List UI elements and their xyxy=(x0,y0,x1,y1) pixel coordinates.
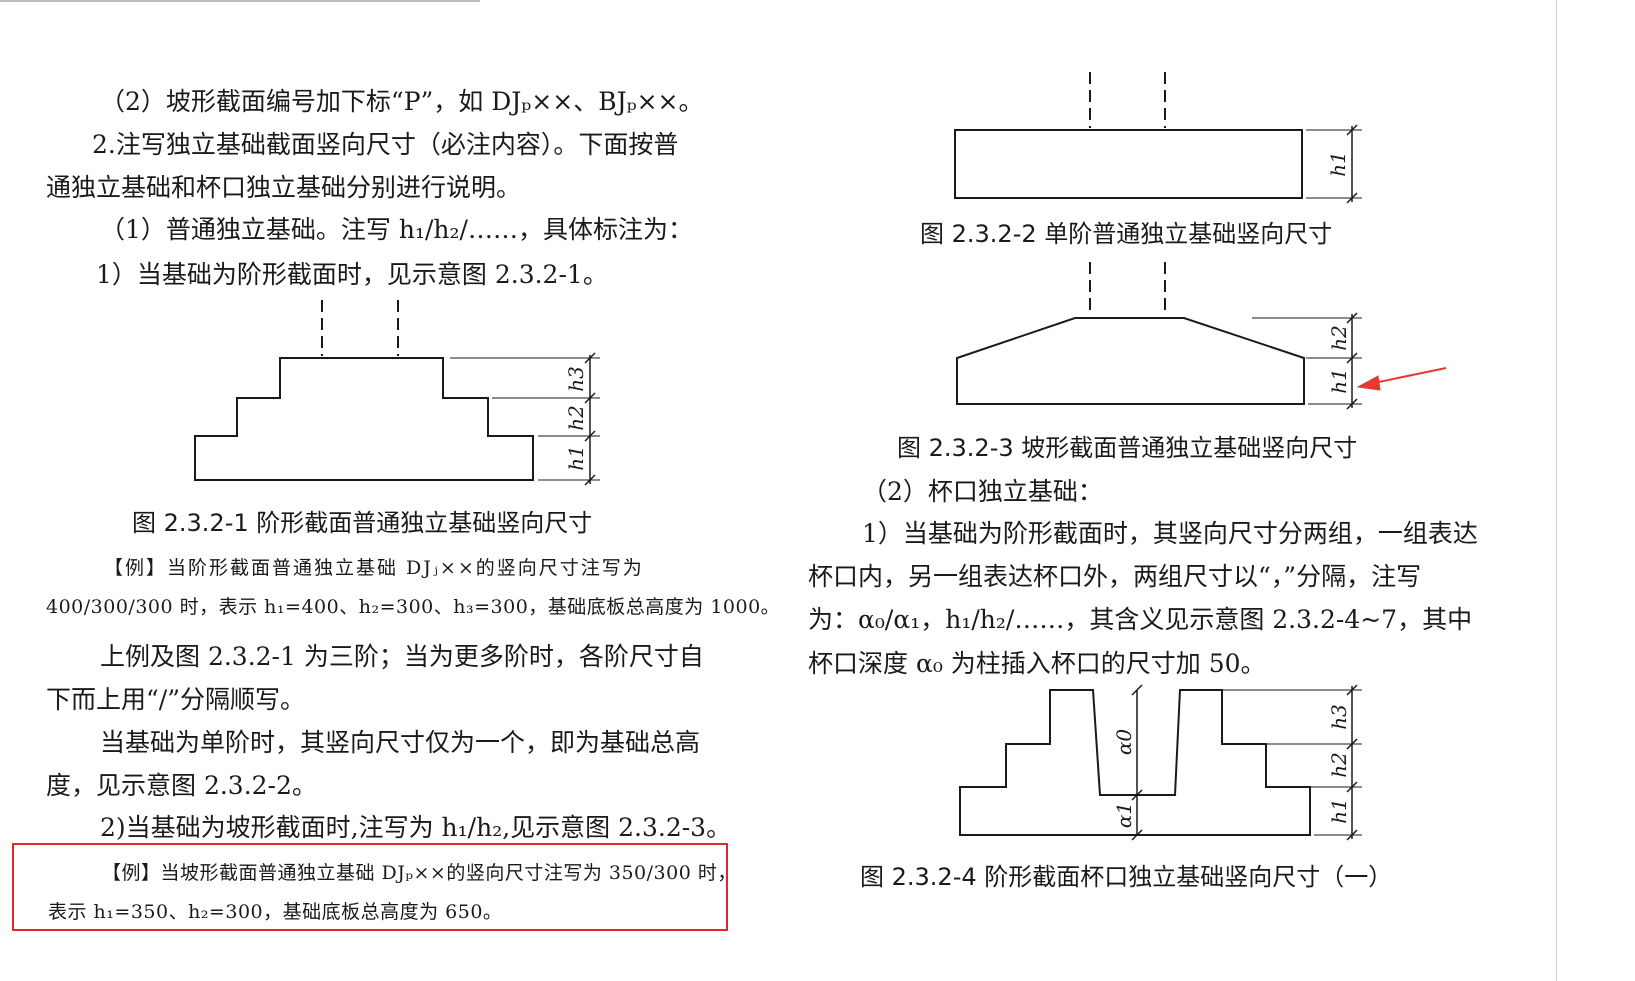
cup-para-line-2: 杯口内，另一组表达杯口外，两组尺寸以“，”分隔，注写 xyxy=(808,562,1422,591)
figure-2-3-2-1: h3 h2 h1 xyxy=(194,300,600,486)
cup-foundation-heading: （2）杯口独立基础： xyxy=(862,477,1103,506)
red-arrow xyxy=(1356,367,1447,391)
example-1-line-2: 400/300/300 时，表示 h₁=400、h₂=300、h₃=300，基础… xyxy=(46,596,781,618)
example-2-line-2: 表示 h₁=350、h₂=300，基础底板总高度为 650。 xyxy=(48,901,503,923)
section-2-heading: 2.注写独立基础截面竖向尺寸（必注内容）。下面按普 xyxy=(92,130,679,159)
fig1-h2-label: h2 xyxy=(564,405,588,431)
fig4-alpha0-label: α0 xyxy=(1112,729,1136,756)
stepped-section-text: 1）当基础为阶形截面时，见示意图 2.3.2-1。 xyxy=(96,260,608,289)
figure-2-3-2-2-caption: 图 2.3.2-2 单阶普通独立基础竖向尺寸 xyxy=(920,220,1333,248)
figure-2-3-2-4-caption: 图 2.3.2-4 阶形截面杯口独立基础竖向尺寸（一） xyxy=(860,863,1393,891)
cup-para-line-3: 为：α₀/α₁，h₁/h₂/……，其含义见示意图 2.3.2-4~7，其中 xyxy=(808,605,1473,634)
figure-2-3-2-2: h1 xyxy=(954,72,1362,204)
item-2-text: （2）坡形截面编号加下标“P”，如 DJₚ××、BJₚ××。 xyxy=(100,87,704,116)
figure-2-3-2-3: h2 h1 xyxy=(956,262,1447,410)
fig1-h1-label: h1 xyxy=(564,445,588,471)
fig4-h2-label: h2 xyxy=(1327,752,1351,778)
fig1-h3-label: h3 xyxy=(564,366,588,392)
fig3-h1-label: h1 xyxy=(1327,368,1351,394)
cup-para-line-1: 1）当基础为阶形截面时，其竖向尺寸分两组，一组表达 xyxy=(862,519,1478,548)
column-right-edge xyxy=(1556,0,1557,981)
example-2-line-1: 【例】当坡形截面普通独立基础 DJₚ××的竖向尺寸注写为 350/300 时， xyxy=(102,862,737,884)
three-step-para-1: 上例及图 2.3.2-1 为三阶；当为更多阶时，各阶尺寸自 xyxy=(100,642,704,671)
fig4-h3-label: h3 xyxy=(1327,704,1351,730)
fig2-h1-label: h1 xyxy=(1326,151,1350,177)
single-step-para-2: 度，见示意图 2.3.2-2。 xyxy=(46,771,317,800)
figure-2-3-2-3-caption: 图 2.3.2-3 坡形截面普通独立基础竖向尺寸 xyxy=(897,434,1358,462)
single-step-para-1: 当基础为单阶时，其竖向尺寸仅为一个，即为基础总高 xyxy=(100,728,701,757)
top-rule xyxy=(0,0,480,2)
figure-2-3-2-4: α0 α1 h3 h2 h1 xyxy=(959,684,1362,841)
fig3-h2-label: h2 xyxy=(1327,325,1351,351)
three-step-para-2: 下而上用“/”分隔顺写。 xyxy=(46,685,305,714)
slope-section-text: 2)当基础为坡形截面时,注写为 h₁/h₂,见示意图 2.3.2-3。 xyxy=(100,813,732,842)
ordinary-foundation-text: （1）普通独立基础。注写 h₁/h₂/……，具体标注为： xyxy=(100,215,693,244)
example-1-line-1: 【例】当阶形截面普通独立基础 DJⱼ××的竖向尺寸注写为 xyxy=(104,557,644,579)
fig4-h1-label: h1 xyxy=(1327,798,1351,824)
fig4-alpha1-label: α1 xyxy=(1112,802,1136,828)
figure-2-3-2-1-caption: 图 2.3.2-1 阶形截面普通独立基础竖向尺寸 xyxy=(132,509,593,537)
cup-para-line-4: 杯口深度 α₀ 为柱插入杯口的尺寸加 50。 xyxy=(808,649,1266,678)
section-2-continuation: 通独立基础和杯口独立基础分别进行说明。 xyxy=(46,173,522,202)
highlight-box xyxy=(12,843,728,931)
